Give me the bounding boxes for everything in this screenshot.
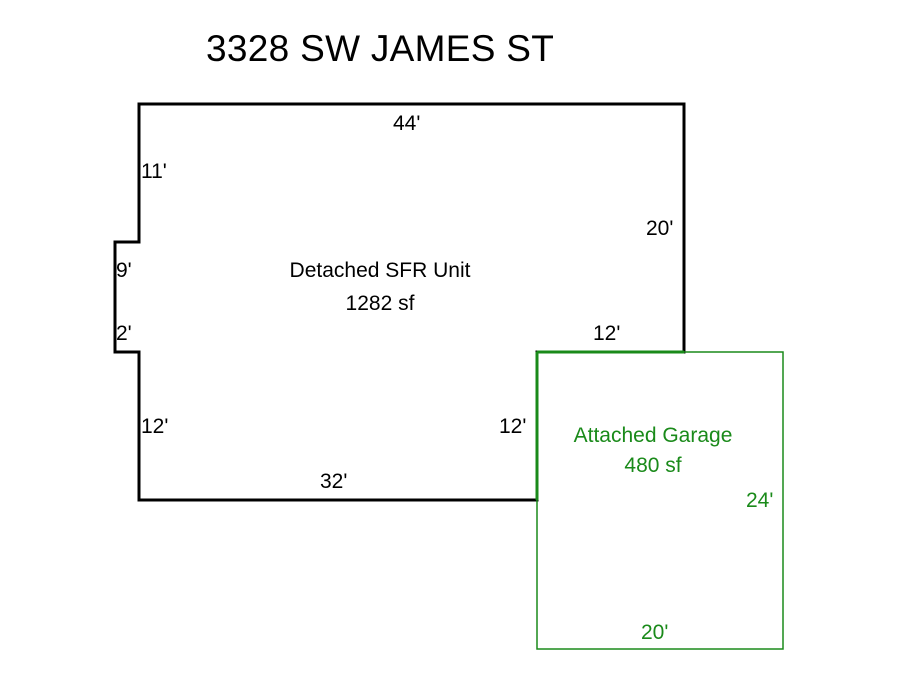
dim-shared-top: 12'	[593, 322, 621, 345]
dim-bottom: 32'	[320, 470, 348, 493]
garage-dim-bottom: 20'	[641, 621, 669, 644]
house-name: Detached SFR Unit	[289, 259, 471, 282]
garage-name: Attached Garage	[573, 424, 733, 447]
dim-shared-left: 12'	[499, 415, 527, 438]
garage-area: 480 sf	[624, 454, 682, 477]
dim-left-lower: 12'	[141, 415, 169, 438]
house-area: 1282 sf	[345, 292, 415, 315]
house-outline	[113, 102, 686, 502]
dim-bump-bottom: 2'	[116, 322, 132, 345]
garage-dim-right: 24'	[746, 489, 774, 512]
dim-bump-left: 9'	[116, 259, 132, 282]
dim-left-upper: 11'	[141, 160, 167, 183]
dim-right: 20'	[646, 217, 674, 240]
dim-top: 44'	[393, 112, 421, 135]
address-title: 3328 SW JAMES ST	[206, 28, 555, 69]
